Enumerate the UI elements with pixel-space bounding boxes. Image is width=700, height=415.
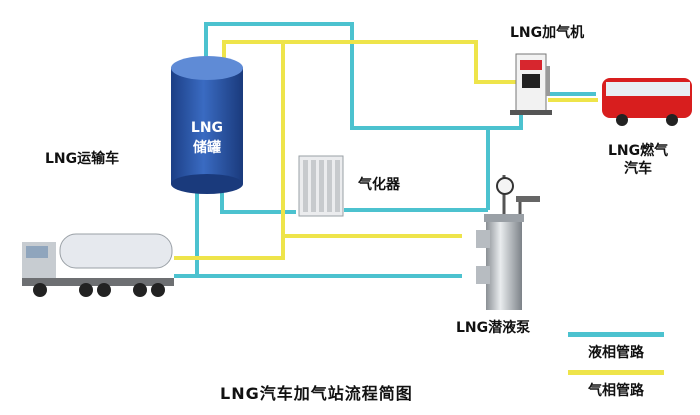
dispenser-label: LNG加气机 [510,25,585,41]
lng-bus [602,78,692,126]
tank-label: LNG 储罐 [181,118,233,158]
vaporizer-label: 气化器 [358,177,400,193]
legend-liquid-label: 液相管路 [588,345,644,361]
liquid-pipe-tank-to-vaporizer [220,186,296,214]
submerged-pump [476,175,540,310]
gas-pipes [174,40,598,260]
legend-gas-swatch [568,370,664,375]
bus-label-line2: 汽车 [624,161,652,177]
truck-label: LNG运输车 [45,151,120,167]
diagram-title: LNG汽车加气站流程简图 [220,384,413,403]
bus-label-line1: LNG燃气 [608,143,669,159]
lng-tanker-truck [22,233,174,297]
legend-liquid-swatch [568,332,664,337]
bus-label: LNG燃气 汽车 [608,142,668,178]
lng-dispenser [510,53,552,115]
tank-label-line1: LNG [190,120,224,136]
vaporizer-unit [298,155,344,217]
pump-label: LNG潜液泵 [456,320,531,336]
tank-label-line2: 储罐 [193,140,221,156]
liquid-pipe-tank-to-dispenser [204,22,523,130]
lng-storage-tank [171,56,243,194]
legend-gas-label: 气相管路 [588,383,644,399]
gas-pipe-tank-to-dispenser [222,40,520,84]
liquid-pipes [174,22,596,278]
